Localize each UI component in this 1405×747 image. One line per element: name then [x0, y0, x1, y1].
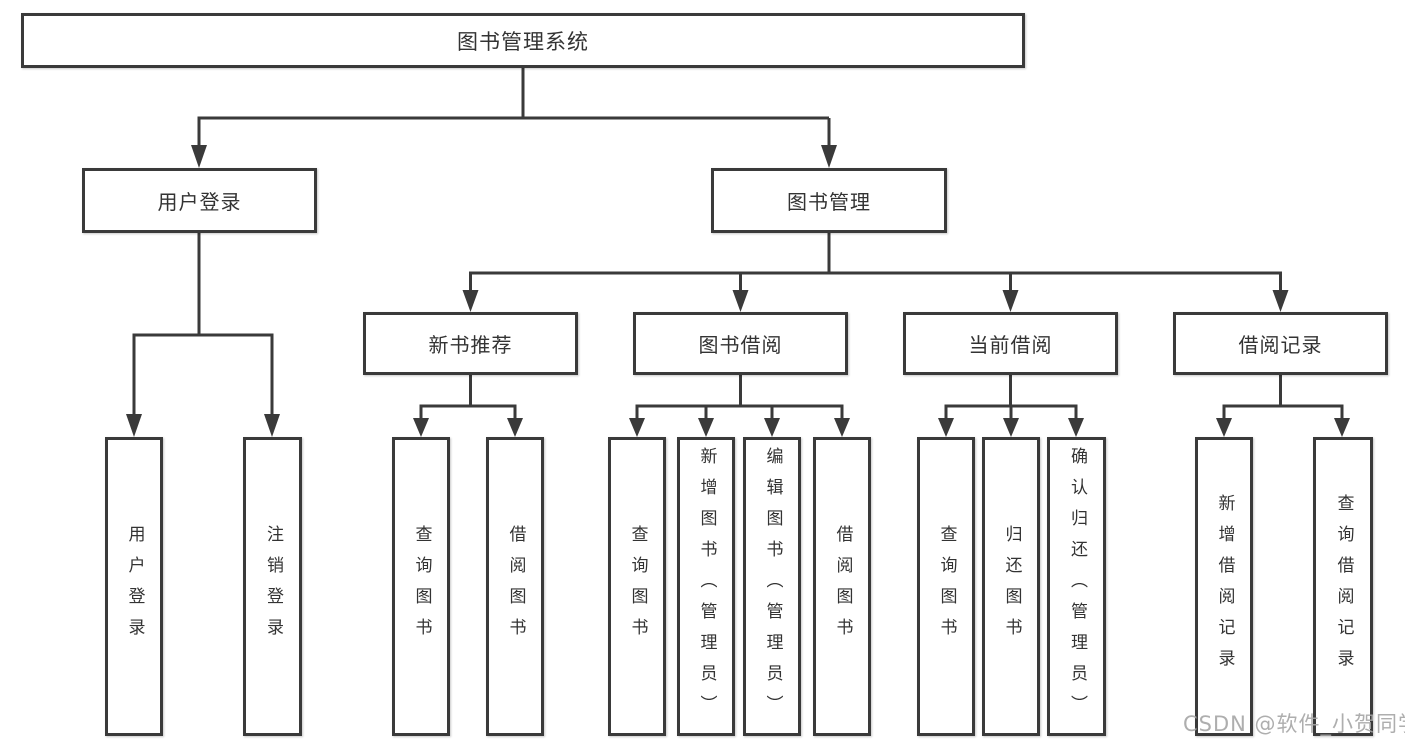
node-book-management: 图书管理: [711, 168, 947, 233]
arrowhead: [732, 290, 749, 312]
leaf-query-borrow-record: 查询借阅记录: [1313, 437, 1373, 736]
arrowhead: [764, 418, 780, 437]
leaf-borrow-book: 借阅图书: [813, 437, 871, 736]
leaf-query-book-recommend: 查询图书: [392, 437, 450, 736]
node-label: 用户登录: [157, 190, 242, 214]
arrowhead: [462, 290, 479, 312]
node-label: 借阅记录: [1238, 333, 1323, 357]
arrowhead: [1216, 418, 1232, 437]
node-label: 借阅图书: [505, 524, 526, 649]
node-book-borrow: 图书借阅: [633, 312, 848, 375]
connector-book-management-split: [469, 233, 1282, 291]
arrowhead: [834, 418, 850, 437]
node-current-borrow: 当前借阅: [903, 312, 1118, 375]
leaf-borrow-book-recommend: 借阅图书: [486, 437, 544, 736]
connector-root-split: [197, 68, 831, 146]
connector-borrow-split: [635, 375, 844, 420]
node-label: 借阅图书: [832, 524, 853, 649]
connector-user-login-split: [132, 233, 274, 415]
leaf-user-login: 用户登录: [105, 437, 163, 736]
node-label: 查询图书: [936, 524, 957, 649]
arrowhead: [1003, 418, 1019, 437]
leaf-return-book: 归还图书: [982, 437, 1040, 736]
arrowhead: [264, 414, 280, 437]
leaf-confirm-return-admin: 确认归还（管理员）: [1047, 437, 1106, 736]
arrowhead: [1334, 418, 1350, 437]
arrowhead: [698, 418, 714, 437]
arrowhead: [821, 145, 837, 168]
arrowhead: [629, 418, 645, 437]
arrowhead: [1068, 418, 1084, 437]
arrowhead: [191, 145, 207, 168]
node-label: 新书推荐: [428, 333, 513, 357]
connector-current-split: [944, 375, 1078, 420]
node-label: 查询图书: [627, 524, 648, 649]
node-label: 图书管理系统: [457, 29, 589, 54]
node-root: 图书管理系统: [21, 13, 1025, 68]
node-label: 注销登录: [263, 524, 283, 649]
arrowhead: [126, 414, 142, 437]
node-user-login: 用户登录: [82, 168, 317, 233]
node-label: 用户登录: [124, 524, 145, 649]
node-new-book-recommend: 新书推荐: [363, 312, 578, 375]
watermark: CSDN @软件_小贺同学: [1183, 712, 1405, 736]
node-label: 确认归还（管理员）: [1067, 447, 1087, 726]
node-borrow-records: 借阅记录: [1173, 312, 1388, 375]
arrowhead: [507, 418, 523, 437]
node-label: 图书借阅: [698, 333, 783, 357]
node-label: 图书管理: [787, 190, 871, 214]
node-label: 查询借阅记录: [1333, 493, 1354, 680]
leaf-query-book-current: 查询图书: [917, 437, 975, 736]
connector-recommend-split: [419, 375, 517, 420]
leaf-query-book-borrow: 查询图书: [608, 437, 666, 736]
node-label: 编辑图书（管理员）: [762, 447, 783, 726]
leaf-add-book-admin: 新增图书（管理员）: [677, 437, 735, 736]
arrowhead: [1002, 290, 1019, 312]
leaf-edit-book-admin: 编辑图书（管理员）: [743, 437, 801, 736]
arrowhead: [938, 418, 954, 437]
leaf-logout: 注销登录: [243, 437, 302, 736]
node-label: 查询图书: [411, 524, 432, 649]
connector-records-split: [1222, 375, 1344, 420]
node-label: 当前借阅: [968, 333, 1053, 357]
arrowhead: [1272, 290, 1289, 312]
leaf-add-borrow-record: 新增借阅记录: [1195, 437, 1253, 736]
node-label: 新增图书（管理员）: [696, 447, 717, 726]
node-label: 归还图书: [1001, 524, 1022, 649]
arrowhead: [413, 418, 429, 437]
node-label: 新增借阅记录: [1214, 493, 1235, 680]
